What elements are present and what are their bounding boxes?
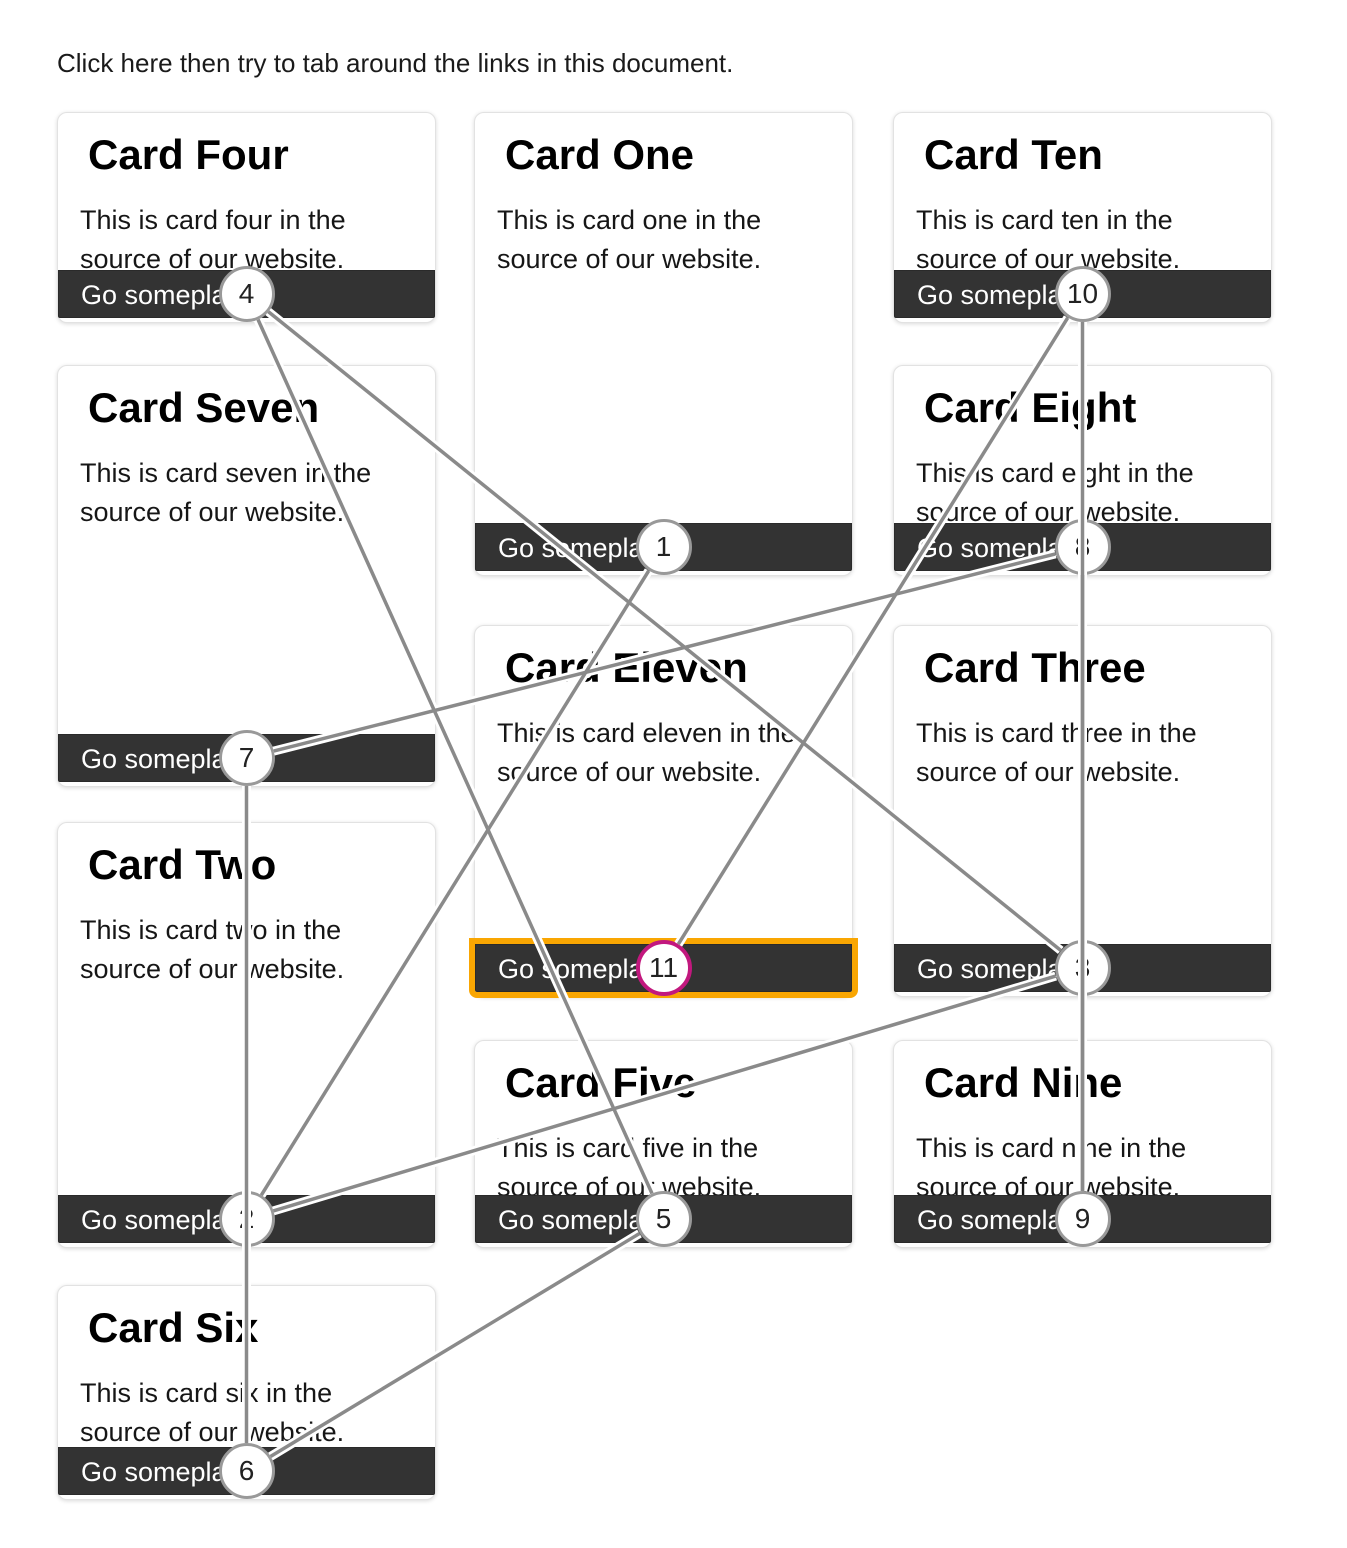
card-title: Card One [505, 131, 695, 178]
card-body-text: This is card six in the source of our we… [80, 1378, 345, 1448]
card-title: Card Five [505, 1059, 697, 1106]
card-title: Card Three [924, 644, 1146, 691]
card-three: Card Three This is card three in the sou… [893, 625, 1272, 997]
card-body-text: This is card eleven in the source of our… [497, 718, 796, 788]
tab-order-badge: 3 [1054, 940, 1111, 996]
card-one: Card One This is card one in the source … [474, 112, 853, 576]
card-body-text: This is card two in the source of our we… [80, 915, 345, 985]
card-title: Card Four [88, 131, 289, 178]
card-title: Card Two [88, 841, 277, 888]
card-nine: Card Nine This is card nine in the sourc… [893, 1040, 1272, 1248]
card-ten: Card Ten This is card ten in the source … [893, 112, 1272, 323]
card-title: Card Eleven [505, 644, 748, 691]
card-title: Card Eight [924, 384, 1137, 431]
card-body-text: This is card four in the source of our w… [80, 205, 346, 275]
tab-order-badge: 2 [218, 1191, 275, 1247]
tab-order-badge: 9 [1054, 1191, 1111, 1247]
card-title: Card Ten [924, 131, 1103, 178]
tab-order-badge-focused: 11 [635, 940, 692, 996]
tab-order-badge: 10 [1054, 266, 1111, 322]
card-five: Card Five This is card five in the sourc… [474, 1040, 853, 1248]
tab-order-badge: 4 [218, 266, 275, 322]
card-body-text: This is card seven in the source of our … [80, 458, 372, 528]
card-two: Card Two This is card two in the source … [57, 822, 436, 1248]
tab-order-badge: 6 [218, 1443, 275, 1499]
tab-order-badge: 8 [1054, 519, 1111, 575]
tab-order-badge: 1 [635, 519, 692, 575]
card-body-text: This is card three in the source of our … [916, 718, 1197, 788]
tab-order-badge: 7 [218, 730, 275, 786]
card-title: Card Seven [88, 384, 320, 431]
card-body-text: This is card one in the source of our we… [497, 205, 762, 275]
card-eight: Card Eight This is card eight in the sou… [893, 365, 1272, 576]
card-eleven: Card Eleven This is card eleven in the s… [469, 625, 858, 998]
card-four: Card Four This is card four in the sourc… [57, 112, 436, 323]
card-six: Card Six This is card six in the source … [57, 1285, 436, 1500]
card-body-text: This is card ten in the source of our we… [916, 205, 1181, 275]
card-title: Card Nine [924, 1059, 1123, 1106]
card-seven: Card Seven This is card seven in the sou… [57, 365, 436, 787]
card-title: Card Six [88, 1304, 259, 1351]
instruction-text[interactable]: Click here then try to tab around the li… [57, 48, 734, 78]
tab-order-badge: 5 [635, 1191, 692, 1247]
